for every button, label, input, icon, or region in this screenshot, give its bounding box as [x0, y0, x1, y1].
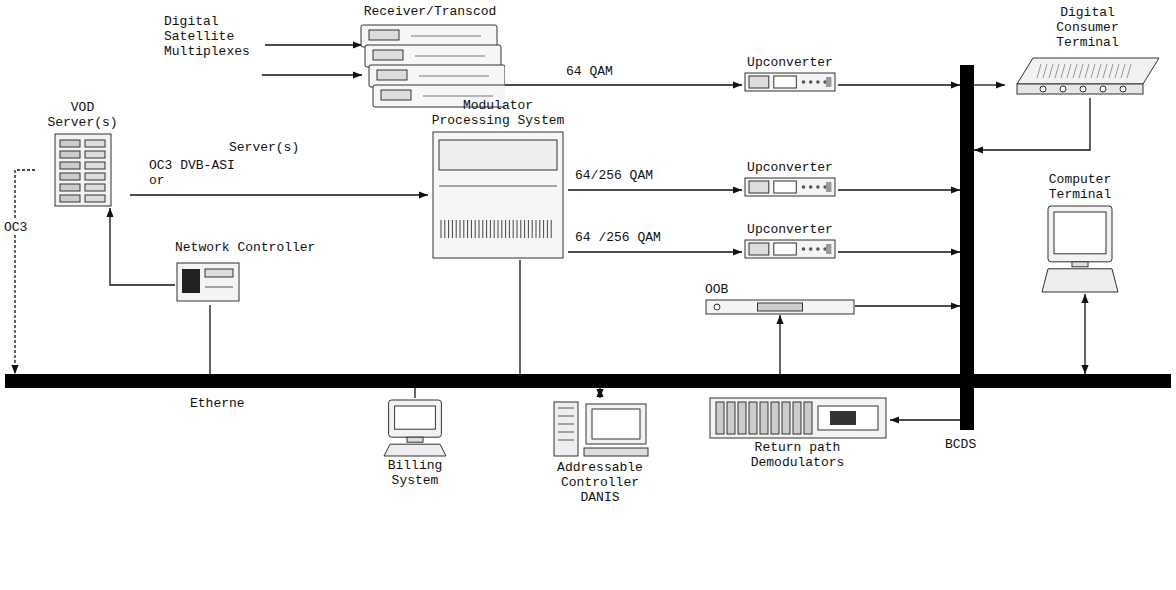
node-label: Network Controller	[175, 240, 315, 255]
connector	[779, 315, 780, 374]
node-label: OOB	[705, 282, 728, 297]
rack1u-illustration	[744, 239, 836, 259]
connector	[838, 84, 960, 85]
input-source-label: Digital Satellite Multiplexes	[163, 14, 265, 59]
return-demodulators: Return path Demodulators	[705, 396, 890, 470]
node-label: Modulator Processing System	[428, 98, 568, 128]
node-label: Upconverter	[747, 222, 833, 237]
node-label: Receiver/Transcod	[364, 4, 497, 19]
upconverter: Upconverter	[742, 55, 838, 92]
rack1u-illustration	[744, 72, 836, 92]
network-controller: Network Controller	[175, 240, 335, 305]
connector	[110, 208, 175, 285]
connector	[855, 305, 960, 306]
connector	[15, 170, 35, 374]
node-label: Etherne	[190, 396, 245, 411]
connector	[1084, 294, 1085, 374]
satellite-input-line	[262, 44, 362, 45]
connector	[505, 84, 742, 85]
ethernet-bus: Etherne	[5, 374, 1171, 388]
receiver-stack: Receiver/Transcod	[355, 4, 505, 113]
edge-label: 64/256 QAM	[574, 168, 654, 183]
monitor-illustration	[382, 398, 448, 458]
addressable-controller: Addressable Controller DANIS	[540, 398, 660, 505]
vod-server: VOD Server(s)	[35, 100, 130, 208]
connector	[974, 84, 1005, 85]
server-illustration	[47, 132, 119, 208]
edge-label: OC3	[3, 220, 28, 235]
connector	[838, 189, 960, 190]
connector	[130, 194, 428, 195]
node-label: Upconverter	[747, 55, 833, 70]
computer-terminal: Computer Terminal	[1030, 172, 1130, 294]
connector	[568, 251, 742, 252]
connector	[890, 419, 960, 420]
stb-illustration	[1013, 52, 1163, 98]
connector	[209, 305, 210, 374]
bcds-bus: BCDS	[960, 65, 974, 430]
satellite-input-line	[262, 74, 362, 75]
rack1u-illustration	[744, 177, 836, 197]
node-label: VOD Server(s)	[35, 100, 130, 130]
demod-illustration	[708, 396, 888, 440]
node-label: Computer Terminal	[1035, 172, 1125, 202]
connector	[568, 189, 742, 190]
pc-illustration	[550, 398, 650, 460]
billing-system: Billing System	[375, 398, 455, 488]
edge-label: OC3 DVB-ASI or	[148, 158, 240, 188]
node-label: Upconverter	[747, 160, 833, 175]
oob-unit: OOB	[705, 282, 855, 315]
ctrl-illustration	[175, 257, 241, 305]
node-label: Return path Demodulators	[743, 440, 853, 470]
connector	[519, 260, 520, 374]
connector	[599, 388, 600, 398]
upconverter: Upconverter	[742, 222, 838, 259]
connector	[414, 388, 415, 398]
server-label: Server(s)	[228, 140, 300, 155]
node-label: Digital Consumer Terminal	[1038, 5, 1138, 50]
oob-illustration	[705, 299, 855, 315]
connector	[974, 98, 1090, 150]
node-label: Billing System	[376, 458, 454, 488]
node-label: Addressable Controller DANIS	[545, 460, 655, 505]
consumer-terminal: Digital Consumer Terminal	[1005, 5, 1170, 98]
upconverter: Upconverter	[742, 160, 838, 197]
modrack-illustration	[431, 130, 565, 260]
monitor-illustration	[1040, 204, 1120, 294]
edge-label: 64 QAM	[565, 64, 614, 79]
connector	[838, 251, 960, 252]
node-label: BCDS	[945, 437, 976, 452]
edge-label: 64 /256 QAM	[574, 230, 662, 245]
modulator-rack: Modulator Processing System	[428, 98, 568, 260]
